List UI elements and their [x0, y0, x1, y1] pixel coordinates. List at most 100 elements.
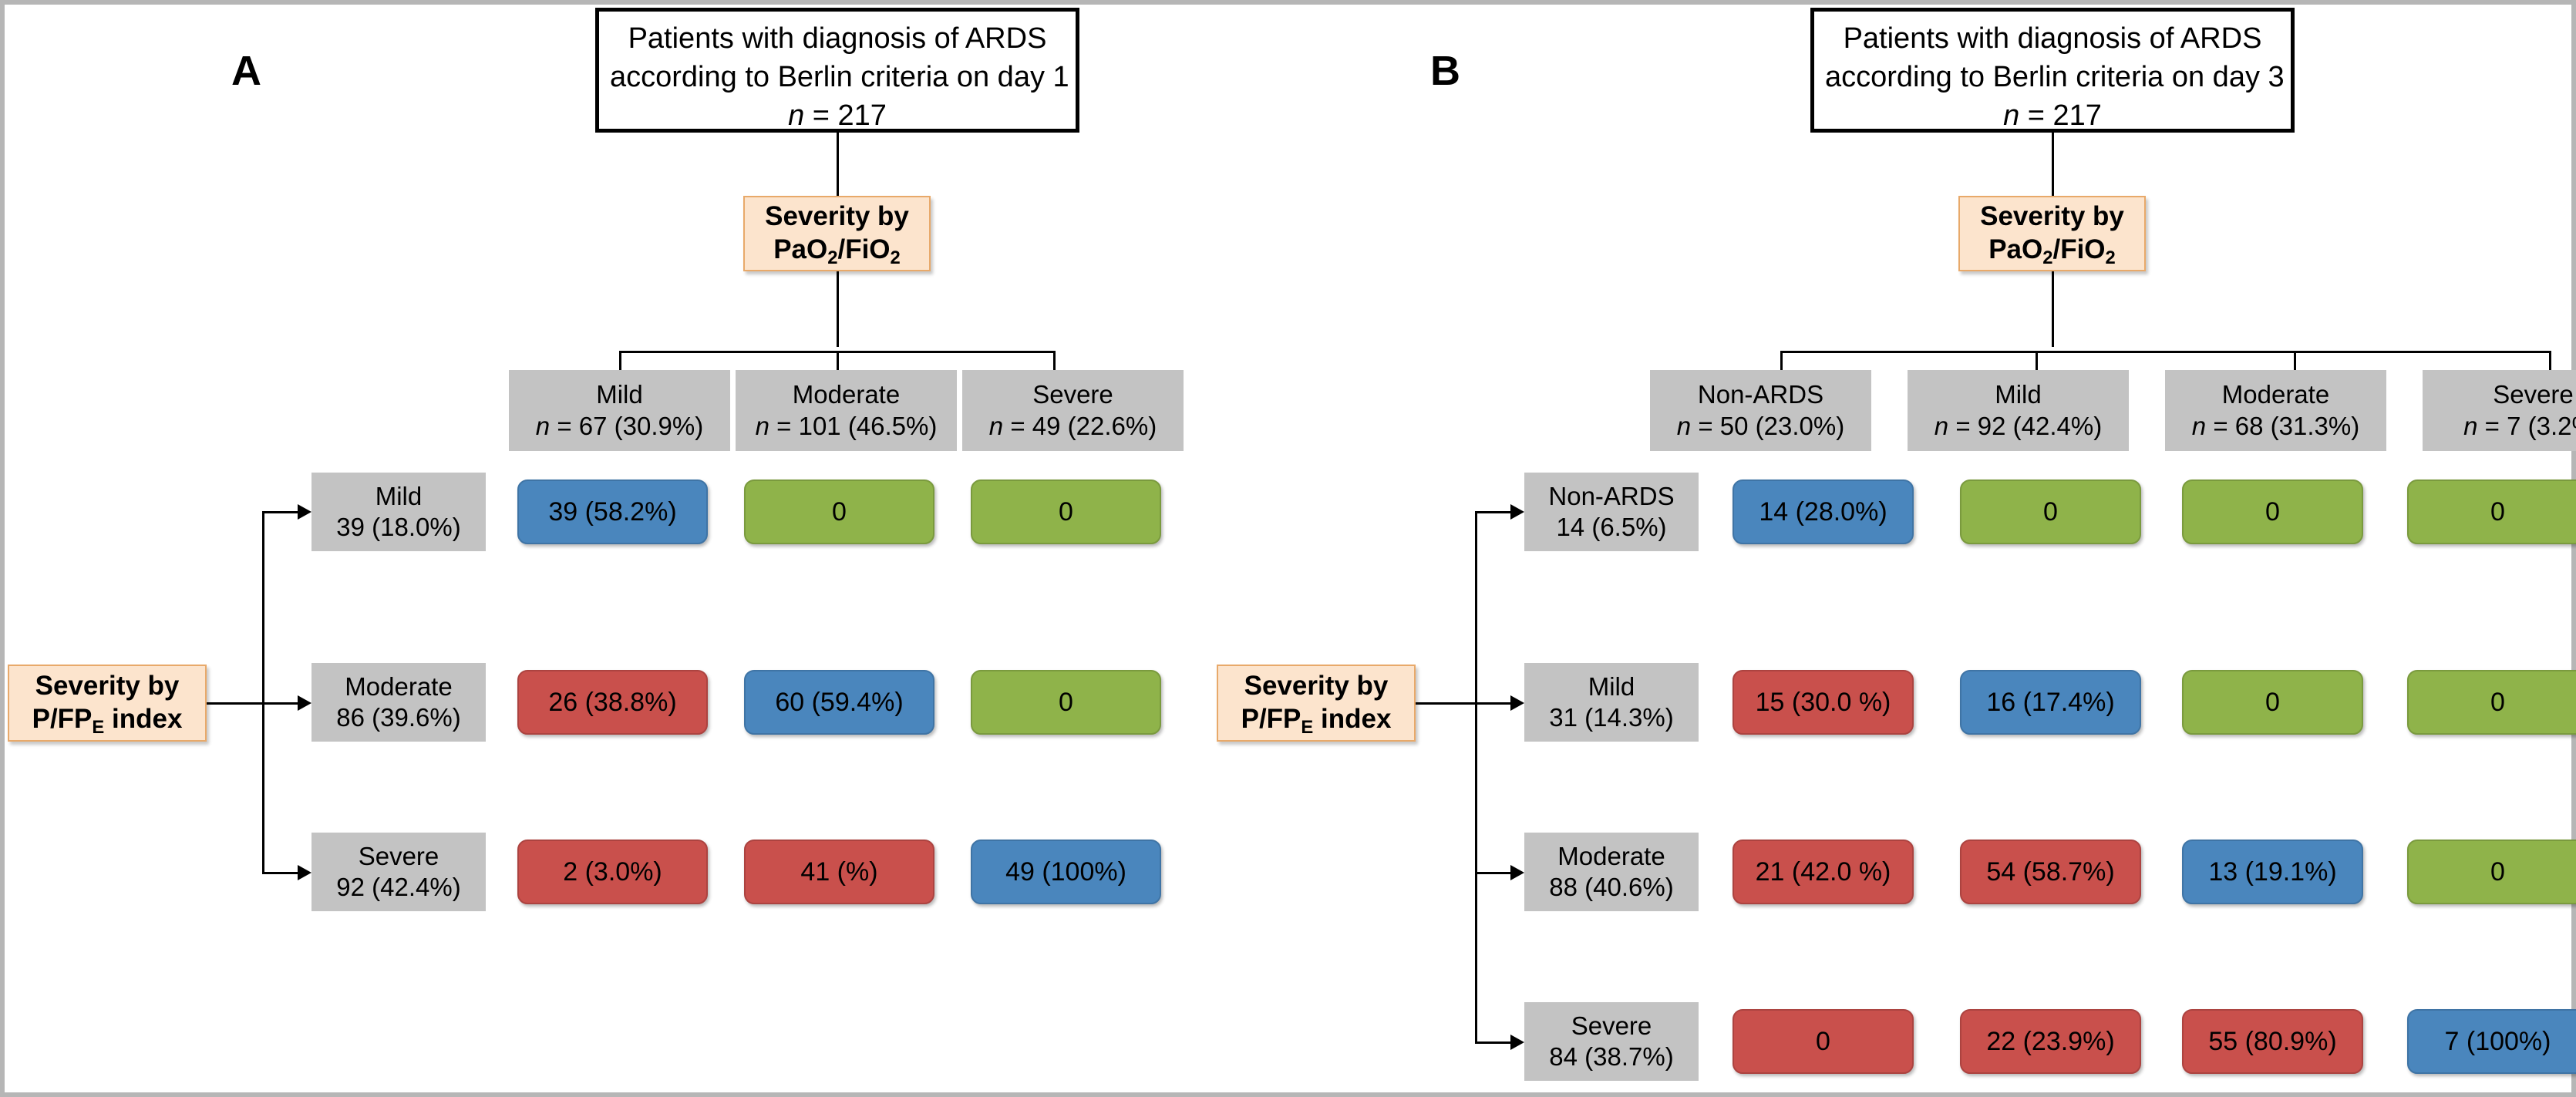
panel-a-cell-0-2: 0 — [971, 480, 1161, 544]
panel-b-connector-top — [2052, 133, 2054, 200]
frame-border-right — [2571, 0, 2576, 1097]
panel-b-row-3-label: Severe — [1571, 1011, 1652, 1040]
panel-b-side-arrow-3 — [1510, 1035, 1524, 1050]
panel-b-cell-1-2: 0 — [2182, 670, 2363, 735]
panel-b-side-branch-3 — [1475, 1041, 1514, 1044]
panel-b-column-3-n: n = 7 (3.2%) — [2463, 411, 2576, 440]
panel-a-column-0-n: n = 67 (30.9%) — [535, 411, 704, 440]
panel-a-row-label-1: Moderate 86 (39.6%) — [311, 663, 486, 742]
frame-border-left — [0, 0, 5, 1097]
panel-b-cell-0-2: 0 — [2182, 480, 2363, 544]
panel-b-bus-stem — [2052, 271, 2054, 347]
panel-a-cell-0-0: 39 (58.2%) — [517, 480, 708, 544]
panel-a-side-arrow-1 — [298, 695, 311, 711]
frame-border-bottom — [0, 1092, 2576, 1097]
panel-a-row-2-sub: 92 (42.4%) — [336, 873, 461, 901]
panel-a-column-2-label: Severe — [1032, 380, 1113, 409]
panel-b-cell-0-1: 0 — [1960, 480, 2141, 544]
panel-a-cell-2-1: 41 (%) — [744, 840, 934, 904]
panel-a-severity-line2: PaO2/FiO2 — [773, 234, 901, 268]
panel-a-connector-top — [837, 133, 839, 200]
panel-a-bus-stem — [837, 271, 839, 347]
panel-b-cell-0-0: 14 (28.0%) — [1732, 480, 1914, 544]
panel-b-top-box: Patients with diagnosis of ARDS accordin… — [1810, 8, 2295, 133]
panel-b-side-branch-1 — [1475, 702, 1514, 705]
panel-a-row-0-sub: 39 (18.0%) — [336, 513, 461, 541]
panel-b-row-1-label: Mild — [1588, 671, 1635, 701]
panel-a-side-line2: P/FPE index — [32, 704, 183, 738]
panel-b-side-stem — [1416, 702, 1477, 705]
panel-a-side-arrow-0 — [298, 504, 311, 520]
panel-a-cell-1-2: 0 — [971, 670, 1161, 735]
panel-a-top-n: n = 217 — [788, 99, 887, 133]
panel-b-severity-pao2fio2-box: Severity by PaO2/FiO2 — [1958, 196, 2146, 271]
panel-b-severity-line2: PaO2/FiO2 — [1988, 234, 2116, 268]
panel-b-side-branch-0 — [1475, 511, 1514, 513]
panel-a-letter: A — [231, 48, 261, 94]
panel-b-letter: B — [1430, 48, 1460, 94]
panel-b-column-1-label: Mild — [1995, 380, 2042, 409]
panel-b-row-0-sub: 14 (6.5%) — [1556, 513, 1667, 541]
panel-a-severity-pao2fio2-box: Severity by PaO2/FiO2 — [743, 196, 931, 271]
panel-b-row-1-sub: 31 (14.3%) — [1549, 703, 1674, 732]
panel-b-row-2-sub: 88 (40.6%) — [1549, 873, 1674, 901]
panel-b-cell-1-1: 16 (17.4%) — [1960, 670, 2141, 735]
panel-a-row-1-label: Moderate — [345, 671, 453, 701]
panel-a-severity-pfpe-box: Severity by P/FPE index — [8, 665, 207, 742]
panel-b-row-label-2: Moderate 88 (40.6%) — [1524, 833, 1699, 911]
panel-b-row-label-3: Severe 84 (38.7%) — [1524, 1002, 1699, 1081]
panel-a-column-0-label: Mild — [596, 380, 643, 409]
panel-b-cell-1-0: 15 (30.0 %) — [1732, 670, 1914, 735]
panel-a-side-arrow-2 — [298, 865, 311, 880]
panel-b-side-branch-2 — [1475, 872, 1514, 874]
panel-b-cell-2-1: 54 (58.7%) — [1960, 840, 2141, 904]
panel-b-cell-0-3: 0 — [2407, 480, 2576, 544]
panel-b-severity-line1: Severity by — [1980, 201, 2124, 232]
panel-a-column-1-n: n = 101 (46.5%) — [755, 411, 938, 440]
panel-b-row-3-sub: 84 (38.7%) — [1549, 1042, 1674, 1071]
panel-b-column-header-0: Non-ARDS n = 50 (23.0%) — [1650, 370, 1871, 451]
panel-b-column-header-1: Mild n = 92 (42.4%) — [1908, 370, 2129, 451]
panel-a-row-1-sub: 86 (39.6%) — [336, 703, 461, 732]
panel-b-cell-3-1: 22 (23.9%) — [1960, 1009, 2141, 1074]
panel-a-cell-1-1: 60 (59.4%) — [744, 670, 934, 735]
panel-b-column-2-label: Moderate — [2221, 380, 2330, 409]
panel-a-side-line1: Severity by — [35, 671, 180, 702]
panel-a-row-label-2: Severe 92 (42.4%) — [311, 833, 486, 911]
panel-a-cell-2-0: 2 (3.0%) — [517, 840, 708, 904]
panel-a-side-branch-2 — [262, 872, 301, 874]
panel-a-column-1-label: Moderate — [792, 380, 901, 409]
panel-b-top-n: n = 217 — [2003, 99, 2102, 133]
panel-a-row-0-label: Mild — [375, 481, 423, 510]
panel-a-top-line1: Patients with diagnosis of ARDS — [628, 22, 1047, 55]
panel-a-cell-2-2: 49 (100%) — [971, 840, 1161, 904]
panel-b-column-0-n: n = 50 (23.0%) — [1676, 411, 1845, 440]
panel-b-cell-2-0: 21 (42.0 %) — [1732, 840, 1914, 904]
panel-a-column-header-2: Severe n = 49 (22.6%) — [962, 370, 1184, 451]
panel-b-cell-2-3: 0 — [2407, 840, 2576, 904]
panel-b-side-arrow-1 — [1510, 695, 1524, 711]
panel-b-side-arrow-0 — [1510, 504, 1524, 520]
panel-a-cell-0-1: 0 — [744, 480, 934, 544]
panel-a-column-2-n: n = 49 (22.6%) — [988, 411, 1157, 440]
panel-a-side-branch-1 — [262, 702, 301, 705]
panel-a-side-bus — [262, 511, 264, 872]
panel-b-top-line1: Patients with diagnosis of ARDS — [1843, 22, 2262, 55]
panel-b-severity-pfpe-box: Severity by P/FPE index — [1217, 665, 1416, 742]
panel-b-cell-3-2: 55 (80.9%) — [2182, 1009, 2363, 1074]
panel-a-column-header-1: Moderate n = 101 (46.5%) — [736, 370, 957, 451]
panel-b-side-line2: P/FPE index — [1241, 704, 1392, 738]
panel-a-column-header-0: Mild n = 67 (30.9%) — [509, 370, 730, 451]
panel-b-row-label-0: Non-ARDS 14 (6.5%) — [1524, 473, 1699, 551]
panel-a-top-line2: according to Berlin criteria on day 1 — [610, 61, 1069, 94]
frame-border-top — [0, 0, 2576, 5]
panel-b-column-2-n: n = 68 (31.3%) — [2191, 411, 2360, 440]
panel-b-side-arrow-2 — [1510, 865, 1524, 880]
panel-b-column-0-label: Non-ARDS — [1697, 380, 1824, 409]
panel-b-row-2-label: Moderate — [1557, 841, 1665, 870]
panel-a-top-box: Patients with diagnosis of ARDS accordin… — [595, 8, 1079, 133]
panel-b-column-header-2: Moderate n = 68 (31.3%) — [2165, 370, 2386, 451]
panel-b-side-line1: Severity by — [1244, 671, 1389, 702]
panel-a-severity-line1: Severity by — [765, 201, 909, 232]
